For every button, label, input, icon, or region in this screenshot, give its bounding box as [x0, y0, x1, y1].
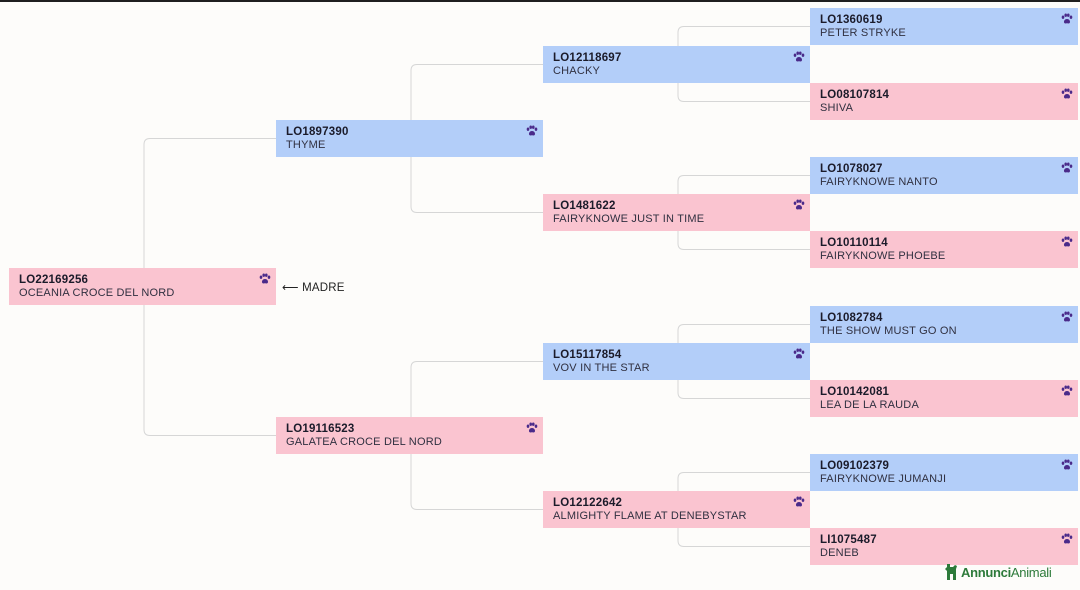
paw-icon [1061, 311, 1073, 322]
pedigree-node-gen3[interactable]: LO10110114 FAIRYKNOWE PHOEBE [810, 231, 1078, 268]
pedigree-node-gen3[interactable]: LO1360619 PETER STRYKE [810, 8, 1078, 45]
pedigree-node-root[interactable]: LO22169256 OCEANIA CROCE DEL NORD [9, 268, 276, 305]
pedigree-node-gen3[interactable]: LI1075487 DENEB [810, 528, 1078, 565]
arrow-left-icon: ⟵ [282, 282, 299, 294]
connector-line [677, 26, 810, 46]
dog-logo-icon [945, 564, 957, 580]
pedigree-node-gen3[interactable]: LO1082784 THE SHOW MUST GO ON [810, 306, 1078, 343]
node-code: LO22169256 [19, 274, 89, 286]
node-code: LO10110114 [820, 237, 888, 249]
pedigree-node-dam[interactable]: LO19116523 GALATEA CROCE DEL NORD [276, 417, 543, 454]
paw-icon [526, 422, 538, 433]
pedigree-node-gen2[interactable]: LO12122642 ALMIGHTY FLAME AT DENEBYSTAR [543, 491, 810, 528]
pedigree-node-gen3[interactable]: LO09102379 FAIRYKNOWE JUMANJI [810, 454, 1078, 491]
connector-line [410, 157, 543, 213]
pedigree-node-sire[interactable]: LO1897390 THYME [276, 120, 543, 157]
paw-icon [793, 496, 805, 507]
node-name: FAIRYKNOWE PHOEBE [820, 250, 946, 262]
connector-line [410, 454, 543, 510]
node-name: CHACKY [553, 65, 601, 77]
connector-line [677, 175, 810, 194]
node-name: FAIRYKNOWE JUST IN TIME [553, 213, 705, 225]
paw-icon [1061, 162, 1073, 173]
brand-part1: Annunci [961, 564, 1011, 580]
node-code: LO15117854 [553, 349, 622, 361]
node-name: DENEB [820, 547, 859, 559]
brand-name: AnnunciAnimali [961, 564, 1052, 580]
node-code: LO12118697 [553, 52, 622, 64]
node-name: FAIRYKNOWE JUMANJI [820, 473, 947, 485]
paw-icon [259, 273, 271, 284]
node-name: PETER STRYKE [820, 27, 906, 39]
connector-line [677, 472, 810, 491]
madre-text: MADRE [302, 282, 345, 294]
pedigree-node-gen2[interactable]: LO1481622 FAIRYKNOWE JUST IN TIME [543, 194, 810, 231]
node-code: LO12122642 [553, 497, 623, 509]
node-name: FAIRYKNOWE NANTO [820, 176, 938, 188]
annunci-animali-logo[interactable]: AnnunciAnimali [944, 562, 1052, 582]
node-code: LO19116523 [286, 423, 355, 435]
node-code: LI1075487 [820, 534, 877, 546]
pedigree-node-gen3[interactable]: LO10142081 LEA DE LA RAUDA [810, 380, 1078, 417]
connector-line [143, 138, 276, 268]
paw-icon [1061, 236, 1073, 247]
brand-part2: Animali [1010, 564, 1052, 580]
node-code: LO1082784 [820, 312, 883, 324]
node-name: THE SHOW MUST GO ON [820, 325, 957, 337]
node-name: LEA DE LA RAUDA [820, 399, 919, 411]
paw-icon [1061, 385, 1073, 396]
paw-icon [526, 125, 538, 136]
paw-icon [1061, 88, 1073, 99]
paw-icon [1061, 459, 1073, 470]
node-name: OCEANIA CROCE DEL NORD [19, 287, 175, 299]
node-code: LO10142081 [820, 386, 890, 398]
paw-icon [793, 199, 805, 210]
pedigree-node-gen2[interactable]: LO15117854 VOV IN THE STAR [543, 343, 810, 380]
node-name: ALMIGHTY FLAME AT DENEBYSTAR [553, 510, 747, 522]
pedigree-node-gen2[interactable]: LO12118697 CHACKY [543, 46, 810, 83]
node-code: LO1360619 [820, 14, 883, 26]
pedigree-node-gen3[interactable]: LO1078027 FAIRYKNOWE NANTO [810, 157, 1078, 194]
connector-line [677, 231, 810, 250]
connector-line [410, 64, 543, 120]
top-border [0, 0, 1080, 2]
paw-icon [793, 51, 805, 62]
paw-icon [793, 348, 805, 359]
node-code: LO08107814 [820, 89, 890, 101]
connector-line [143, 305, 276, 436]
node-code: LO1078027 [820, 163, 883, 175]
connector-line [677, 83, 810, 102]
connector-line [677, 528, 810, 547]
node-name: THYME [286, 139, 326, 151]
paw-icon [1061, 533, 1073, 544]
node-name: SHIVA [820, 102, 854, 114]
node-name: GALATEA CROCE DEL NORD [286, 436, 442, 448]
node-code: LO09102379 [820, 460, 890, 472]
node-code: LO1897390 [286, 126, 349, 138]
node-name: VOV IN THE STAR [553, 362, 650, 374]
connector-line [410, 361, 543, 417]
connector-line [677, 324, 810, 343]
connector-line [677, 380, 810, 399]
madre-label: ⟵ MADRE [282, 280, 345, 294]
paw-icon [1061, 13, 1073, 24]
pedigree-node-gen3[interactable]: LO08107814 SHIVA [810, 83, 1078, 120]
node-code: LO1481622 [553, 200, 616, 212]
